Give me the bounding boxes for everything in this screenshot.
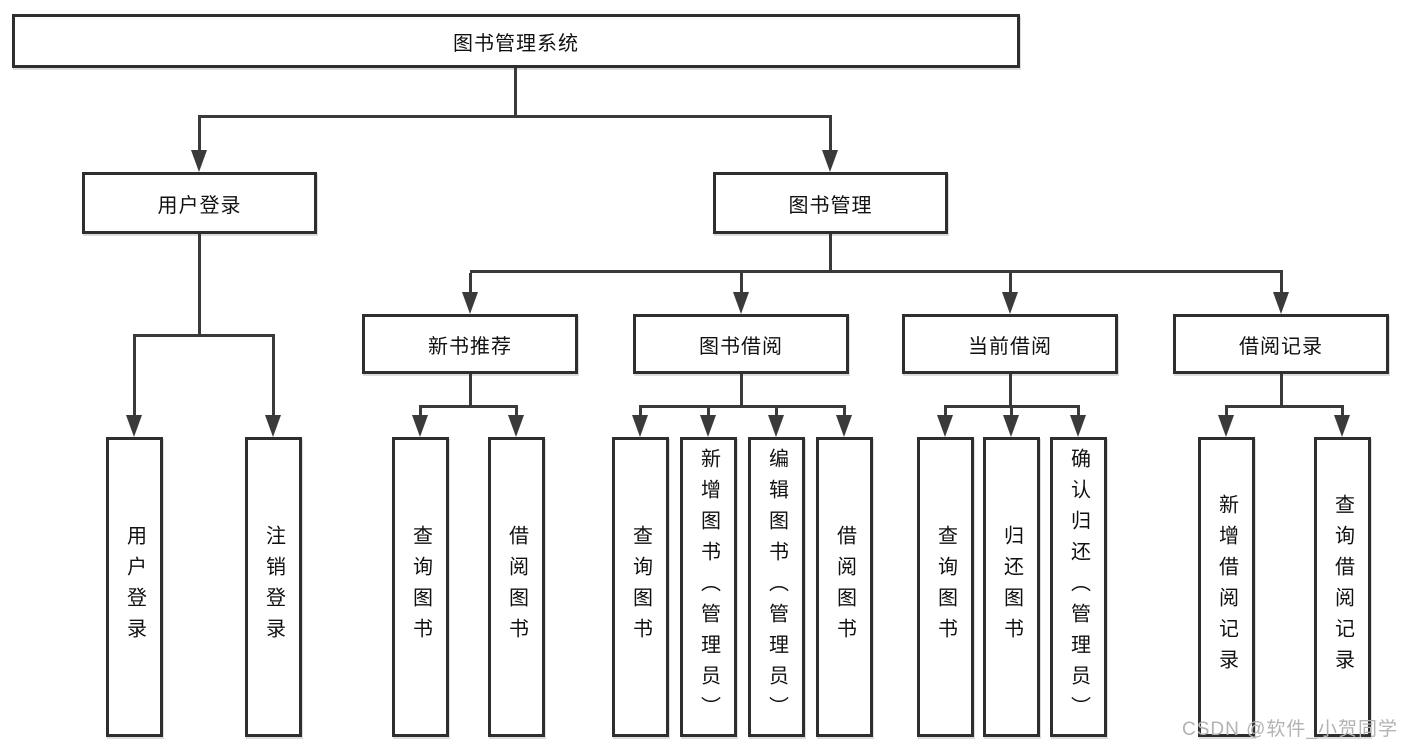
- connector-leaf: [707, 405, 710, 419]
- connector-to-book-mgmt: [829, 118, 832, 152]
- node-label: 查询图书: [629, 525, 652, 649]
- node-label: 归还图书: [1000, 525, 1023, 649]
- node-label: 编辑图书（管理员）: [765, 447, 788, 727]
- connector-book-mgmt-stem: [829, 234, 832, 273]
- connector-new-book-branch: [419, 405, 518, 408]
- arrowhead-down-icon: [1273, 292, 1289, 314]
- node-label: 新增借阅记录: [1215, 494, 1238, 680]
- node-label: 确认归还（管理员）: [1067, 447, 1090, 727]
- node-label: 查询图书: [409, 525, 432, 649]
- connector-leaf: [1341, 405, 1344, 419]
- node-label: 注销登录: [262, 525, 285, 649]
- connector-book-borrow-stem: [740, 374, 743, 408]
- arrowhead-down-icon: [1334, 415, 1350, 437]
- node-leaf-borrow-books: 借阅图书: [816, 437, 873, 737]
- arrowhead-down-icon: [126, 415, 142, 437]
- node-leaf-user-login: 用户登录: [106, 437, 163, 737]
- arrowhead-down-icon: [508, 415, 524, 437]
- node-label: 借阅记录: [1239, 335, 1323, 358]
- node-new-book-recommend: 新书推荐: [362, 314, 578, 374]
- node-leaf-edit-book-admin: 编辑图书（管理员）: [748, 437, 805, 737]
- csdn-watermark: CSDN @软件_小贺同学: [1182, 719, 1398, 740]
- arrowhead-down-icon: [265, 415, 281, 437]
- connector-leaf: [419, 405, 422, 419]
- connector-to-current-borrow: [1009, 273, 1012, 295]
- node-label: 借阅图书: [833, 525, 856, 649]
- connector-leaf: [1010, 405, 1013, 419]
- connector-user-login-branch: [133, 334, 275, 337]
- node-borrow-records: 借阅记录: [1173, 314, 1389, 374]
- arrowhead-down-icon: [822, 150, 838, 172]
- node-leaf-return-book: 归还图书: [983, 437, 1040, 737]
- node-leaf-query-borrow-record: 查询借阅记录: [1314, 437, 1371, 737]
- connector-leaf: [515, 405, 518, 419]
- node-leaf-logout: 注销登录: [245, 437, 302, 737]
- node-user-login: 用户登录: [82, 172, 317, 234]
- connector-book-mgmt-branch: [470, 270, 1283, 273]
- arrowhead-down-icon: [733, 292, 749, 314]
- node-label: 借阅图书: [505, 525, 528, 649]
- node-label: 新书推荐: [428, 335, 512, 358]
- node-library-management-system: 图书管理系统: [12, 14, 1020, 68]
- connector-new-book-stem: [469, 374, 472, 408]
- arrowhead-down-icon: [1003, 415, 1019, 437]
- node-leaf-query-books: 查询图书: [612, 437, 669, 737]
- arrowhead-down-icon: [1218, 415, 1234, 437]
- connector-leaf: [1225, 405, 1228, 419]
- connector-current-borrow-stem: [1009, 374, 1012, 408]
- connector-root-stem: [514, 68, 517, 118]
- node-label: 图书管理: [788, 194, 873, 217]
- connector-borrow-records-stem: [1280, 374, 1283, 408]
- connector-leaf: [944, 405, 947, 419]
- connector-leaf: [775, 405, 778, 419]
- connector-leaf: [1077, 405, 1080, 419]
- arrowhead-down-icon: [1070, 415, 1086, 437]
- connector-user-login-stem: [198, 234, 201, 337]
- node-current-borrow: 当前借阅: [902, 314, 1118, 374]
- arrowhead-down-icon: [836, 415, 852, 437]
- node-label: 图书借阅: [699, 335, 783, 358]
- connector-to-user-login: [198, 118, 201, 152]
- node-leaf-query-books: 查询图书: [917, 437, 974, 737]
- node-label: 当前借阅: [968, 335, 1052, 358]
- connector-to-book-borrow: [740, 273, 743, 295]
- arrowhead-down-icon: [462, 292, 478, 314]
- node-leaf-add-book-admin: 新增图书（管理员）: [680, 437, 737, 737]
- node-label: 查询借阅记录: [1331, 494, 1354, 680]
- connector-borrow-records-branch: [1225, 405, 1344, 408]
- arrowhead-down-icon: [1002, 292, 1018, 314]
- arrowhead-down-icon: [700, 415, 716, 437]
- arrowhead-down-icon: [191, 150, 207, 172]
- connector-leaf: [843, 405, 846, 419]
- node-leaf-query-books: 查询图书: [392, 437, 449, 737]
- connector-leaf: [639, 405, 642, 419]
- connector-to-borrow-records: [1280, 273, 1283, 295]
- node-label: 图书管理系统: [453, 32, 579, 55]
- arrowhead-down-icon: [768, 415, 784, 437]
- node-leaf-borrow-books: 借阅图书: [488, 437, 545, 737]
- connector-book-borrow-branch: [639, 405, 846, 408]
- connector-root-branch: [198, 115, 832, 118]
- connector-to-new-book: [469, 273, 472, 295]
- node-label: 新增图书（管理员）: [697, 447, 720, 727]
- arrowhead-down-icon: [412, 415, 428, 437]
- node-label: 用户登录: [157, 194, 242, 217]
- node-label: 用户登录: [123, 525, 146, 649]
- connector-to-logout-leaf: [272, 337, 275, 417]
- node-book-management: 图书管理: [713, 172, 948, 234]
- node-leaf-add-borrow-record: 新增借阅记录: [1198, 437, 1255, 737]
- arrowhead-down-icon: [937, 415, 953, 437]
- connector-to-login-leaf: [133, 337, 136, 417]
- arrowhead-down-icon: [632, 415, 648, 437]
- node-leaf-confirm-return-admin: 确认归还（管理员）: [1050, 437, 1107, 737]
- node-label: 查询图书: [934, 525, 957, 649]
- node-book-borrow: 图书借阅: [633, 314, 849, 374]
